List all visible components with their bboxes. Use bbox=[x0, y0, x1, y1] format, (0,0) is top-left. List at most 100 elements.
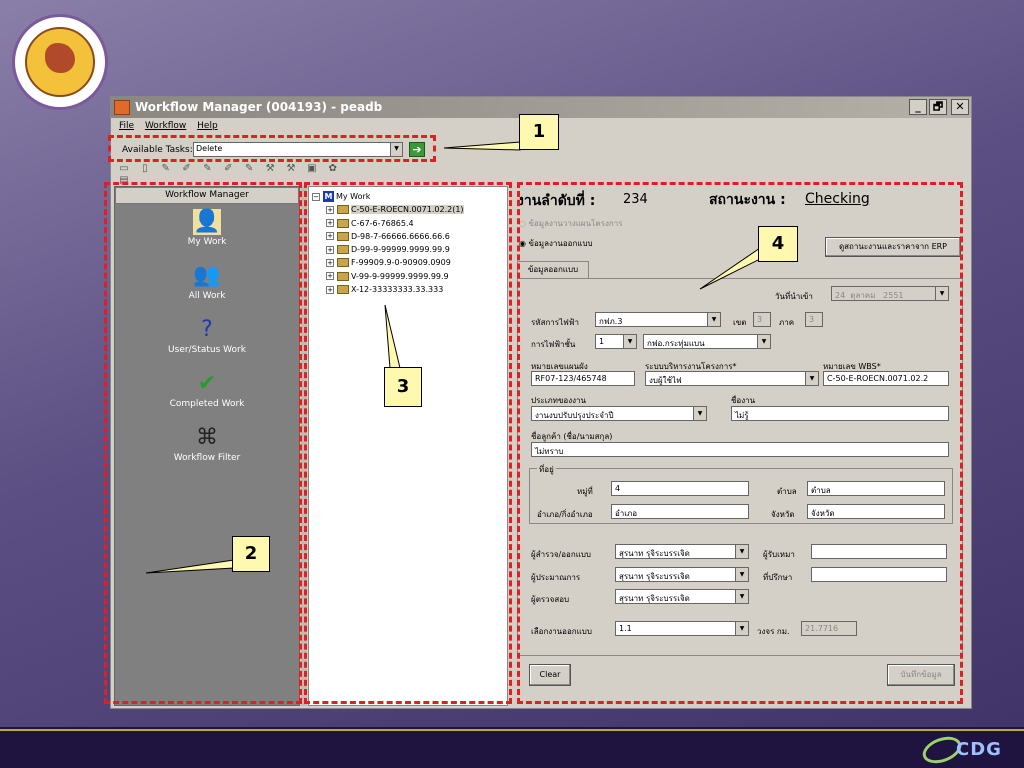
tambon-label: ตำบล bbox=[777, 487, 797, 496]
nav-completed-work[interactable]: ✔ Completed Work bbox=[115, 371, 299, 409]
tool-icon-9[interactable]: ▤ bbox=[119, 175, 129, 186]
office-code-select[interactable]: กฟภ.3 bbox=[595, 312, 721, 327]
expand-icon[interactable]: + bbox=[326, 205, 334, 214]
tool-icon-1[interactable]: ✎ bbox=[161, 163, 170, 174]
expand-icon[interactable]: + bbox=[326, 285, 334, 294]
wbs-field[interactable]: C-50-E-ROECN.0071.02.2 bbox=[823, 371, 949, 386]
menu-file[interactable]: File bbox=[119, 121, 135, 131]
nav-user-status-label: User/Status Work bbox=[168, 345, 246, 355]
nav-workflow-filter[interactable]: ⌘ Workflow Filter bbox=[115, 425, 299, 463]
project-system-select[interactable]: งบผู้ใช้ไฟ bbox=[645, 371, 819, 386]
tool-icon-3[interactable]: ✎ bbox=[203, 163, 212, 174]
tree-item[interactable]: +D-98-7-66666.6666.66.6 bbox=[312, 230, 507, 243]
tool-icon-2[interactable]: ✐ bbox=[182, 163, 191, 174]
nav-user-status-work[interactable]: ? User/Status Work bbox=[115, 317, 299, 355]
available-tasks-select[interactable]: Delete ▼ bbox=[193, 142, 403, 157]
tool-icon-7[interactable]: ▣ bbox=[307, 163, 317, 174]
expand-icon[interactable]: + bbox=[326, 272, 334, 281]
expand-icon[interactable]: + bbox=[326, 245, 334, 254]
wbs-label: หมายเลข WBS* bbox=[823, 362, 881, 371]
address-label: ที่อยู่ bbox=[537, 463, 556, 476]
callout-3: 3 bbox=[384, 367, 422, 407]
tool-icon-6[interactable]: ⚒ bbox=[286, 163, 296, 174]
job-type-select[interactable]: งานงบปรับปรุงประจำปี bbox=[531, 406, 707, 421]
amphoe-field[interactable]: อำเภอ bbox=[611, 504, 749, 519]
chevron-down-icon[interactable]: ▼ bbox=[390, 143, 402, 156]
radio-planning[interactable]: ◌ ข้อมูลงานวางแผนโครงการ bbox=[519, 219, 623, 228]
slide-footer-line bbox=[0, 729, 1024, 731]
circuit-label: วงจร กม. bbox=[757, 627, 790, 636]
amphoe-label: อำเภอ/กิ่งอำเภอ bbox=[537, 510, 593, 519]
job-no-label: งานลำดับที่ : bbox=[517, 193, 596, 209]
cdg-logo: CDG bbox=[919, 731, 1014, 768]
nav-my-work[interactable]: 👤 My Work bbox=[115, 209, 299, 247]
my-work-badge-icon: M bbox=[323, 191, 334, 202]
tree-item[interactable]: +F-99909.9-0-90909.0909 bbox=[312, 256, 507, 269]
design-select[interactable]: 1.1 bbox=[615, 621, 749, 636]
available-tasks-value: Delete bbox=[196, 144, 223, 153]
tree-item[interactable]: +X-12-33333333.33.333 bbox=[312, 283, 507, 296]
clear-button[interactable]: Clear bbox=[529, 664, 571, 686]
annotation-box-3 bbox=[304, 182, 512, 704]
person-folder-icon: 👤 bbox=[193, 209, 221, 235]
radio-design[interactable]: ◉ ข้อมูลงานออกแบบ bbox=[519, 239, 593, 248]
province-field[interactable]: จังหวัด bbox=[807, 504, 945, 519]
moo-field[interactable]: 4 bbox=[611, 481, 749, 496]
region-field[interactable]: 3 bbox=[805, 312, 823, 327]
menu-help[interactable]: Help bbox=[197, 121, 218, 131]
nav-completed-label: Completed Work bbox=[169, 399, 245, 409]
maximize-button[interactable]: 🗗 bbox=[929, 99, 947, 115]
date-day: 24 bbox=[835, 291, 846, 300]
minimize-button[interactable]: _ bbox=[909, 99, 927, 115]
surveyor-select[interactable]: สุรนาท รุจิระบรรเจิด bbox=[615, 544, 749, 559]
expand-icon[interactable]: + bbox=[326, 232, 334, 241]
branch-select[interactable]: กฟอ.กระทุ่มแบน bbox=[643, 334, 771, 349]
plan-no-field[interactable]: RF07-123/465748 bbox=[531, 371, 635, 386]
collapse-icon[interactable]: − bbox=[312, 192, 320, 201]
tree-item-label: V-99-9-99999.9999.99.9 bbox=[351, 271, 449, 281]
expand-icon[interactable]: + bbox=[326, 219, 334, 228]
import-date-select[interactable]: 24 ตุลาคม 2551 bbox=[831, 286, 949, 301]
import-date-label: วันที่นำเข้า bbox=[775, 292, 813, 301]
nav-all-work[interactable]: 👥 All Work bbox=[115, 263, 299, 301]
annotation-box-2 bbox=[104, 182, 302, 704]
job-detail-form: งานลำดับที่ : 234 สถานะงาน : Checking ◌ … bbox=[513, 186, 968, 706]
customer-field[interactable]: ไม่ทราบ bbox=[531, 442, 949, 457]
office-code-label: รหัสการไฟฟ้า bbox=[531, 318, 579, 327]
zone-field[interactable]: 3 bbox=[753, 312, 771, 327]
folder-icon bbox=[337, 271, 349, 281]
consultant-label: ที่ปรึกษา bbox=[763, 573, 793, 582]
new-document-icon[interactable]: ▯ bbox=[142, 163, 148, 174]
estimator-select[interactable]: สุรนาท รุจิระบรรเจิด bbox=[615, 567, 749, 582]
tool-icon-8[interactable]: ✿ bbox=[328, 163, 337, 174]
hammer-icon[interactable]: ⚒ bbox=[265, 163, 275, 174]
close-button[interactable]: ✕ bbox=[951, 99, 969, 115]
contractor-field[interactable] bbox=[811, 544, 947, 559]
title-bar[interactable]: Workflow Manager (004193) - peadb bbox=[111, 97, 971, 118]
tree-item[interactable]: +D-99-9-99999.9999.99.9 bbox=[312, 243, 507, 256]
tree-item[interactable]: + V-99-9-99999.9999.99.9 bbox=[312, 270, 507, 283]
window-title: Workflow Manager (004193) - peadb bbox=[135, 100, 383, 114]
available-tasks-label: Available Tasks: bbox=[122, 145, 193, 155]
consultant-field[interactable] bbox=[811, 567, 947, 582]
menu-workflow[interactable]: Workflow bbox=[144, 121, 187, 131]
tool-icon-4[interactable]: ✐ bbox=[224, 163, 233, 174]
circuit-field[interactable]: 21.7716 bbox=[801, 621, 857, 636]
expand-icon[interactable]: + bbox=[326, 258, 334, 267]
office-level-select[interactable]: 1 bbox=[595, 334, 637, 349]
tambon-field[interactable]: ตำบล bbox=[807, 481, 945, 496]
tool-icon-5[interactable]: ✎ bbox=[245, 163, 254, 174]
document-folder-icon bbox=[337, 245, 349, 255]
save-button[interactable]: บันทึกข้อมูล bbox=[887, 664, 955, 686]
job-no-value: 234 bbox=[623, 192, 648, 207]
inspector-select[interactable]: สุรนาท รุจิระบรรเจิด bbox=[615, 589, 749, 604]
open-folder-icon[interactable]: ▭ bbox=[119, 163, 129, 174]
job-name-label: ชื่องาน bbox=[731, 396, 756, 405]
document-folder-icon bbox=[337, 205, 349, 215]
go-arrow-button[interactable]: ➔ bbox=[409, 142, 425, 157]
tree-item[interactable]: +C-50-E-ROECN.0071.02.2(1) bbox=[312, 203, 507, 216]
tree-item[interactable]: +C-67-6-76865.4 bbox=[312, 217, 507, 230]
job-name-field[interactable]: ไม่รู้ bbox=[731, 406, 949, 421]
inspector-label: ผู้ตรวจสอบ bbox=[531, 595, 570, 604]
